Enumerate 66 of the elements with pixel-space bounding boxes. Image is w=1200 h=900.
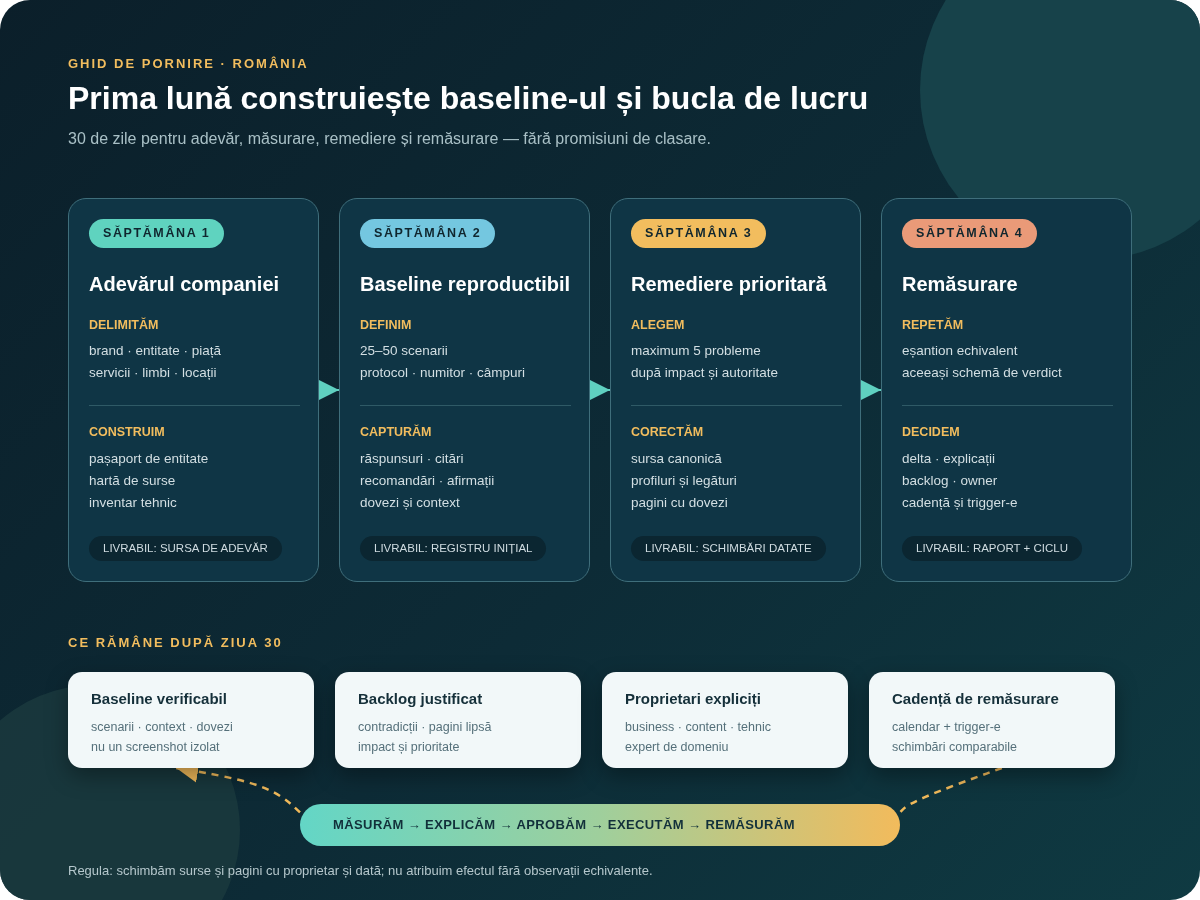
section-heading: CAPTURĂM xyxy=(360,425,432,439)
card-text: scenarii · context · dovezi xyxy=(91,720,233,734)
list-item: aceeași schemă de verdict xyxy=(902,365,1062,380)
section-heading: ALEGEM xyxy=(631,318,685,332)
card-title: Proprietari expliciți xyxy=(625,690,761,707)
card-text: schimbări comparabile xyxy=(892,740,1018,754)
deliverable-tag: LIVRABIL: SURSA DE ADEVĂR xyxy=(89,536,282,561)
card-text: impact și prioritate xyxy=(358,740,460,754)
list-item: servicii · limbi · locații xyxy=(89,365,217,380)
section-heading: CORECTĂM xyxy=(631,425,704,439)
list-item: pașaport de entitate xyxy=(89,451,209,466)
outcome-card xyxy=(335,672,581,768)
section-heading: CONSTRUIM xyxy=(89,425,165,439)
card-title: Adevărul companiei xyxy=(89,273,280,296)
list-item: după impact și autoritate xyxy=(631,365,779,380)
list-item: delta · explicații xyxy=(902,451,996,466)
list-item: protocol · numitor · câmpuri xyxy=(360,365,526,380)
week-badge: SĂPTĂMÂNA 3 xyxy=(631,219,767,248)
section-heading: DELIMITĂM xyxy=(89,318,159,332)
list-item: inventar tehnic xyxy=(89,495,177,510)
section-heading: DECIDEM xyxy=(902,425,960,439)
card-text: nu un screenshot izolat xyxy=(91,740,220,754)
list-item: răspunsuri · citări xyxy=(360,451,464,466)
section-heading: CE RĂMÂNE DUPĂ ZIUA 30 xyxy=(68,635,283,650)
list-item: 25–50 scenarii xyxy=(360,343,448,358)
section-heading: REPETĂM xyxy=(902,318,964,332)
section-heading: DEFINIM xyxy=(360,318,412,332)
week-card xyxy=(610,198,861,582)
card-title: Remediere prioritară xyxy=(631,273,827,296)
list-item: recomandări · afirmații xyxy=(360,473,495,488)
list-item: pagini cu dovezi xyxy=(631,495,728,510)
list-item: hartă de surse xyxy=(89,473,176,488)
outcome-card xyxy=(68,672,314,768)
card-text: expert de domeniu xyxy=(625,740,729,754)
deliverable-tag: LIVRABIL: SCHIMBĂRI DATATE xyxy=(631,536,826,561)
deliverable-tag: LIVRABIL: REGISTRU INIȚIAL xyxy=(360,536,547,561)
week-card xyxy=(881,198,1132,582)
card-title: Backlog justificat xyxy=(358,690,483,707)
week-card xyxy=(68,198,319,582)
list-item: dovezi și context xyxy=(360,495,460,510)
week-badge: SĂPTĂMÂNA 4 xyxy=(902,219,1038,248)
list-item: maximum 5 probleme xyxy=(631,343,761,358)
week-badge: SĂPTĂMÂNA 1 xyxy=(89,219,225,248)
list-item: brand · entitate · piață xyxy=(89,343,222,358)
list-item: cadență și trigger-e xyxy=(902,495,1018,510)
kicker-text: GHID DE PORNIRE · ROMÂNIA xyxy=(68,56,309,71)
subtitle: 30 de zile pentru adevăr, măsurare, remediere și remăsurare — fără promisiuni de clasare. xyxy=(68,130,711,148)
card-title: Baseline verificabil xyxy=(91,690,227,707)
card-title: Remăsurare xyxy=(902,273,1018,296)
deliverable-tag: LIVRABIL: RAPORT + CICLU xyxy=(902,536,1082,561)
list-item: backlog · owner xyxy=(902,473,998,488)
page-title: Prima lună construiește baseline-ul și bucla de lucru xyxy=(68,80,869,117)
list-item: profiluri și legături xyxy=(631,473,737,488)
footnote: Regula: schimbăm surse și pagini cu proprietar și dată; nu atribuim efectul fără observații echivalente. xyxy=(68,863,653,878)
list-item: eșantion echivalent xyxy=(902,343,1018,358)
card-text: calendar + trigger-e xyxy=(892,720,1001,734)
card-text: business · content · tehnic xyxy=(625,720,771,734)
cycle-banner: MĂSURĂM → EXPLICĂM → APROBĂM → EXECUTĂM → REMĂSURĂM xyxy=(300,804,900,846)
outcome-card xyxy=(869,672,1115,768)
card-text: contradicții · pagini lipsă xyxy=(358,720,492,734)
card-title: Baseline reproductibil xyxy=(360,273,571,296)
list-item: sursa canonică xyxy=(631,451,722,466)
outcome-card xyxy=(602,672,848,768)
week-card xyxy=(339,198,590,582)
week-badge: SĂPTĂMÂNA 2 xyxy=(360,219,496,248)
card-title: Cadență de remăsurare xyxy=(892,690,1059,707)
